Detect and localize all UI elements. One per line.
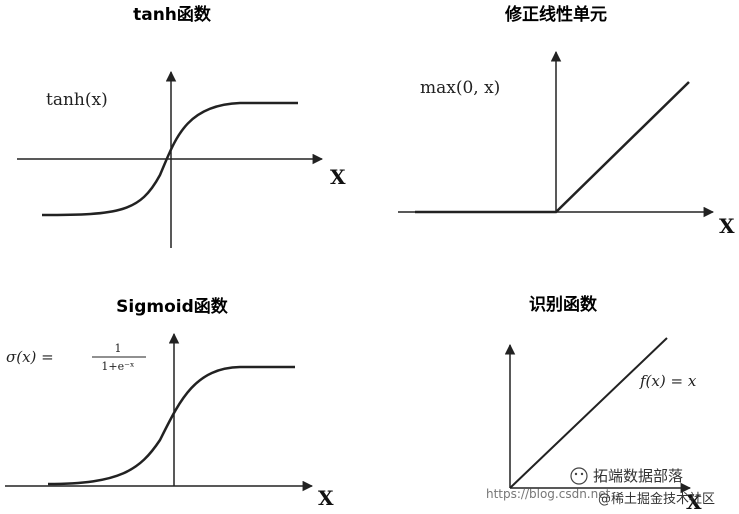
sigmoid-label-lhs: σ(x) = [6, 348, 54, 366]
watermark-brand: 拓端数据部落 [593, 467, 683, 485]
watermark-community: @稀土掘金技术社区 [598, 491, 715, 507]
identity-panel: 识别函数 f(x) = x X [504, 294, 702, 514]
identity-curve [509, 337, 668, 489]
identity-title: 识别函数 [529, 294, 598, 315]
tanh-x-label: X [330, 165, 346, 189]
relu-curve [415, 81, 690, 214]
identity-label: f(x) = x [639, 372, 697, 390]
sigmoid-x-label: X [318, 486, 334, 510]
tanh-title: tanh函数 [133, 4, 212, 25]
relu-panel: 修正线性单元 max(0, x) X [398, 4, 735, 238]
tanh-panel: tanh函数 tanh(x) X [17, 4, 346, 248]
relu-title: 修正线性单元 [504, 4, 607, 25]
watermark-url: https://blog.csdn.net [486, 487, 611, 501]
wechat-icon-eye [574, 472, 578, 476]
wechat-icon-eye [580, 472, 584, 476]
relu-label: max(0, x) [420, 78, 500, 98]
identity-x-label: X [686, 490, 702, 514]
sigmoid-curve [47, 365, 295, 486]
relu-x-label: X [719, 214, 735, 238]
tanh-curve [41, 101, 298, 217]
sigmoid-label-denominator: 1+e⁻ˣ [101, 360, 135, 373]
watermark: 拓端数据部落 https://blog.csdn.net @稀土掘金技术社区 [486, 467, 715, 507]
sigmoid-title: Sigmoid函数 [116, 296, 229, 317]
tanh-label: tanh(x) [46, 90, 108, 110]
sigmoid-panel: Sigmoid函数 σ(x) = 1 1+e⁻ˣ X [5, 296, 334, 510]
wechat-icon [570, 467, 588, 485]
sigmoid-label-numerator: 1 [115, 342, 122, 355]
